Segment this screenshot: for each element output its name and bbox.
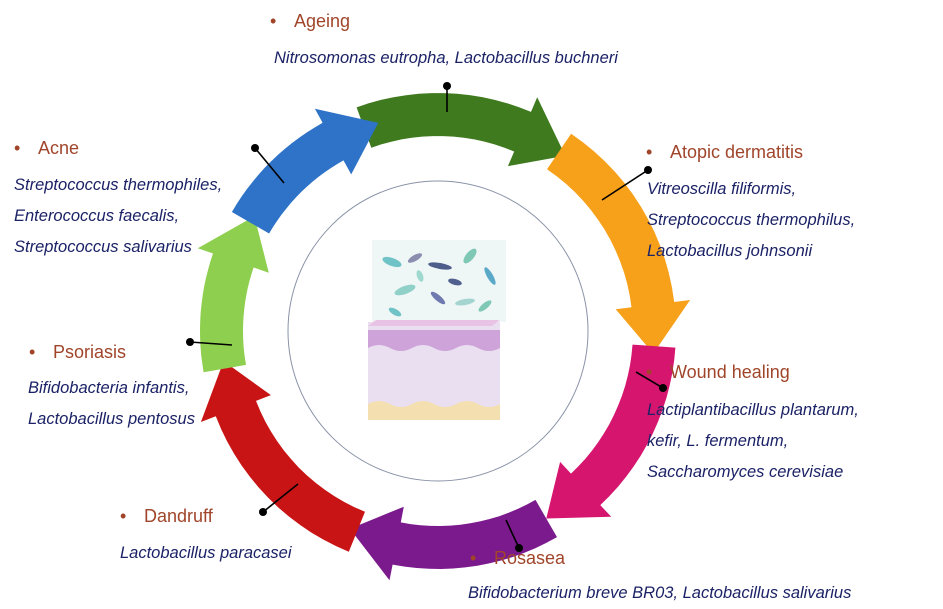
bullet-icon: • <box>14 138 38 159</box>
bacteria-line: Lactobacillus pentosus <box>28 404 195 435</box>
connector-dot-wound-healing <box>659 384 667 392</box>
bullet-icon: • <box>646 142 670 163</box>
condition-ageing: •Ageing <box>270 11 350 32</box>
condition-acne: •Acne <box>14 138 79 159</box>
connector-dot-ageing <box>443 82 451 90</box>
bacteria-line: Streptococcus thermophiles, <box>14 170 222 201</box>
condition-rosasea: •Rosasea <box>470 548 565 569</box>
bacteria-line: Lactobacillus johnsonii <box>647 236 855 267</box>
bacteria-line: Enterococcus faecalis, <box>14 201 222 232</box>
bullet-icon: • <box>646 362 670 383</box>
bacteria-dandruff: Lactobacillus paracasei <box>120 538 292 569</box>
condition-psoriasis: •Psoriasis <box>29 342 126 363</box>
arrow-segment-ageing <box>357 93 566 166</box>
bacteria-acne: Streptococcus thermophiles, Enterococcus… <box>14 170 222 263</box>
condition-title: Wound healing <box>670 362 790 382</box>
condition-title: Acne <box>38 138 79 158</box>
bacteria-line: Bifidobacteria infantis, <box>28 373 195 404</box>
condition-dandruff: •Dandruff <box>120 506 213 527</box>
condition-atopic-dermatitis: •Atopic dermatitis <box>646 142 803 163</box>
bacteria-line: Saccharomyces cerevisiae <box>647 457 859 488</box>
arrow-segment-acne <box>232 109 378 234</box>
connector-dot-atopic-dermatitis <box>644 166 652 174</box>
bullet-icon: • <box>270 11 294 32</box>
bacteria-psoriasis: Bifidobacteria infantis, Lactobacillus p… <box>28 373 195 435</box>
arrow-segment-dandruff <box>201 361 365 552</box>
bullet-icon: • <box>120 506 144 527</box>
condition-wound-healing: •Wound healing <box>646 362 790 383</box>
bacteria-rosasea: Bifidobacterium breve BR03, Lactobacillu… <box>468 578 851 609</box>
bacteria-line: Lactiplantibacillus plantarum, <box>647 395 859 426</box>
bacteria-line: Streptococcus thermophilus, <box>647 205 855 236</box>
bacteria-line: Vitreoscilla filiformis, <box>647 174 855 205</box>
bacteria-atopic-dermatitis: Vitreoscilla filiformis, Streptococcus t… <box>647 174 855 267</box>
connector-dot-dandruff <box>259 508 267 516</box>
condition-title: Atopic dermatitis <box>670 142 803 162</box>
connector-dot-acne <box>251 144 259 152</box>
bacteria-line: Nitrosomonas eutropha, Lactobacillus buc… <box>274 43 618 74</box>
bacteria-line: Lactobacillus paracasei <box>120 538 292 569</box>
skin-microbiome-icon <box>368 240 506 420</box>
connector-dot-psoriasis <box>186 338 194 346</box>
bullet-icon: • <box>29 342 53 363</box>
condition-title: Ageing <box>294 11 350 31</box>
condition-title: Dandruff <box>144 506 213 526</box>
bullet-icon: • <box>470 548 494 569</box>
condition-title: Psoriasis <box>53 342 126 362</box>
bacteria-line: Bifidobacterium breve BR03, Lactobacillu… <box>468 578 851 609</box>
skin-surface <box>368 320 500 326</box>
condition-title: Rosasea <box>494 548 565 568</box>
bacteria-line: Streptococcus salivarius <box>14 232 222 263</box>
bacteria-line: kefir, L. fermentum, <box>647 426 859 457</box>
bacteria-wound-healing: Lactiplantibacillus plantarum, kefir, L.… <box>647 395 859 488</box>
bacteria-ageing: Nitrosomonas eutropha, Lactobacillus buc… <box>274 43 618 74</box>
